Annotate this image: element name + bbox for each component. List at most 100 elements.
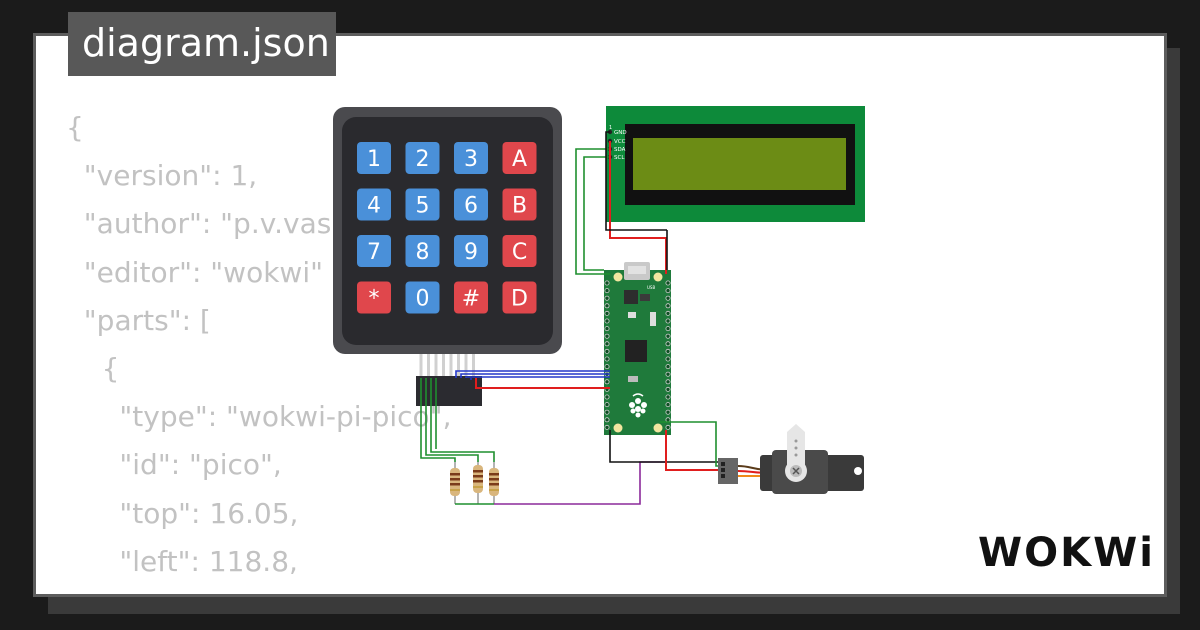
keypad-key-label: 5: [416, 194, 430, 219]
keypad-pin: [427, 354, 430, 378]
lcd-display[interactable]: 1 GND VCC SDA SCL: [606, 106, 865, 222]
keypad-key-label: 7: [367, 240, 381, 265]
keypad-pin: [457, 354, 460, 378]
pico-pin: [665, 333, 671, 339]
keypad-key-label: *: [369, 287, 380, 312]
keypad-key-label: 0: [416, 287, 430, 312]
resistor: [473, 465, 483, 493]
code-line: "editor": "wokwi": [66, 255, 323, 289]
raspberry-logo-icon: [629, 393, 647, 418]
code-line: "version": 1,: [66, 159, 258, 193]
pico-pin: [665, 288, 671, 294]
pico-pin: [604, 424, 610, 430]
keypad-key[interactable]: [405, 235, 440, 267]
pico-pin: [604, 326, 610, 332]
keypad-key[interactable]: [357, 142, 391, 174]
pico-pin: [604, 341, 610, 347]
keypad-key[interactable]: [405, 188, 440, 221]
code-line: "parts": [: [66, 303, 211, 337]
pico-usb-label: USB: [647, 285, 655, 290]
pico-pin: [604, 303, 610, 309]
pico-pin: [604, 295, 610, 301]
wires: [420, 131, 720, 505]
keypad-connector: [416, 354, 482, 406]
pico-pin: [665, 356, 671, 362]
keypad-key[interactable]: [405, 281, 440, 314]
keypad-key-label: 9: [464, 240, 478, 265]
wokwi-logo-text: WOKWi: [978, 530, 1150, 576]
keypad-pin: [472, 354, 475, 378]
code-line: "id": "pico",: [66, 448, 282, 482]
keypad-key-label: 1: [367, 147, 381, 172]
code-line: "left": 118.8,: [66, 544, 298, 578]
keypad-key[interactable]: [502, 142, 537, 174]
keypad-key[interactable]: [454, 142, 488, 174]
keypad-key-label: C: [512, 240, 527, 265]
lcd-pin-vcc: VCC: [614, 139, 626, 145]
resistor: [489, 468, 499, 496]
preview-card: { "version": 1, "author": "p.v.vas "edit…: [33, 33, 1167, 597]
pico-pin: [604, 280, 610, 286]
lcd-pin-sda: SDA: [614, 147, 626, 153]
pico-pin: [665, 326, 671, 332]
pico-pin: [665, 386, 671, 392]
pi-pico-board[interactable]: USB: [604, 262, 671, 435]
pico-pin: [604, 310, 610, 316]
pico-pin: [604, 409, 610, 415]
keypad-key[interactable]: [357, 188, 391, 221]
pico-pin: [665, 348, 671, 354]
pico-pin: [604, 364, 610, 370]
pico-pin: [665, 295, 671, 301]
pico-pin: [665, 379, 671, 385]
keypad-pin: [449, 354, 453, 378]
keypad-key[interactable]: [502, 235, 537, 267]
json-code-background: { "version": 1, "author": "p.v.vas "edit…: [66, 104, 451, 586]
pico-pin: [665, 341, 671, 347]
keypad-key-label: 2: [416, 147, 430, 172]
pico-pin: [604, 333, 610, 339]
keypad-pin: [419, 354, 423, 378]
pico-pin: [604, 379, 610, 385]
pico-pin: [665, 364, 671, 370]
keypad-key[interactable]: [454, 188, 488, 221]
pico-pin: [665, 424, 671, 430]
keypad-key-label: A: [512, 147, 527, 172]
pico-pin: [604, 356, 610, 362]
wokwi-logo: WOKWi: [978, 530, 1150, 576]
keypad-key[interactable]: [357, 281, 391, 314]
keypad-key[interactable]: [454, 235, 488, 267]
keypad-key-label: 3: [464, 147, 478, 172]
keypad-key-label: B: [512, 194, 527, 219]
lcd-pin-gnd: GND: [614, 130, 627, 136]
pico-pin: [604, 417, 610, 423]
pico-pin: [604, 394, 610, 400]
keypad-key-label: D: [511, 287, 528, 312]
pico-pin: [665, 409, 671, 415]
keypad-key-label: 8: [416, 240, 430, 265]
keypad-pin: [464, 354, 468, 378]
pico-pin: [604, 288, 610, 294]
pico-pin: [665, 371, 671, 377]
resistor: [450, 468, 460, 496]
keypad-key[interactable]: [357, 235, 391, 267]
pico-pin: [665, 310, 671, 316]
keypad-key-label: 4: [367, 194, 381, 219]
keypad-key[interactable]: [405, 142, 440, 174]
keypad-key[interactable]: [502, 188, 537, 221]
pico-pin: [665, 303, 671, 309]
code-line: "author": "p.v.vas: [66, 207, 332, 241]
svg-text:1: 1: [609, 125, 612, 131]
pico-pin: [604, 402, 610, 408]
resistors: [450, 462, 499, 504]
keypad-key[interactable]: [454, 281, 488, 314]
pico-pin: [665, 394, 671, 400]
servo-motor[interactable]: [718, 424, 864, 494]
lcd-pin-scl: SCL: [614, 155, 625, 161]
keypad-pin: [442, 354, 445, 378]
pico-pin: [665, 402, 671, 408]
keypad-key[interactable]: [502, 281, 537, 314]
keypad-key-label: #: [462, 287, 480, 312]
pico-pin: [665, 318, 671, 324]
code-line: "type": "wokwi-pi-pico",: [66, 400, 452, 434]
